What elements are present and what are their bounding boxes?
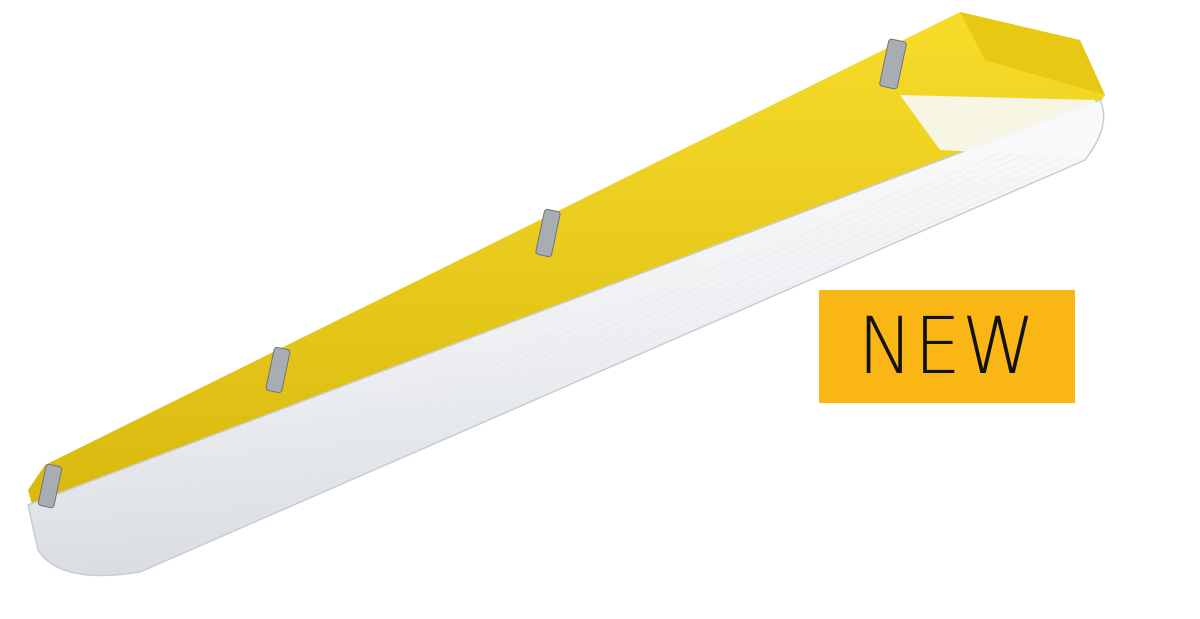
mounting-clips (37, 38, 907, 509)
yellow-housing (28, 12, 1105, 515)
new-badge: NEW (819, 290, 1075, 403)
diffuser (27, 95, 1105, 577)
new-badge-label: NEW (857, 301, 1037, 392)
